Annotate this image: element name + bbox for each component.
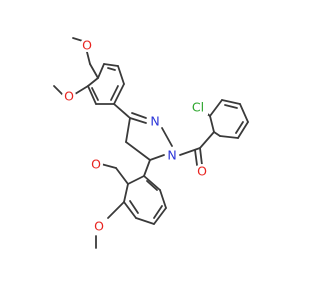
atom-n-upper: N	[148, 114, 162, 129]
atom-n-ring: N	[165, 148, 179, 163]
upper-benzene-ring	[87, 63, 125, 105]
oxygen-label: O	[64, 89, 74, 104]
atom-cl: Cl	[188, 99, 208, 115]
atom-o-methoxy-lower-b: O	[92, 219, 106, 234]
atom-o-methoxy-top: O	[80, 38, 94, 53]
atom-o-carbonyl: O	[195, 164, 209, 179]
nitrogen-label: N	[150, 114, 159, 129]
lower-methoxy-bonds	[95, 163, 129, 249]
atom-o-methoxy-lower-a: O	[89, 157, 103, 172]
chlorine-label: Cl	[192, 100, 204, 115]
atom-o-methoxy-left: O	[62, 89, 76, 104]
lower-benzene-ring	[123, 159, 167, 225]
oxygen-label: O	[82, 38, 92, 53]
oxygen-label: O	[94, 219, 104, 234]
oxygen-label: O	[197, 164, 207, 179]
pyrazoline-ring	[113, 103, 173, 161]
nitrogen-label: N	[167, 148, 176, 163]
chlorobenzoyl-group	[179, 99, 249, 166]
molecule-diagram: O O N N Cl O O O	[53, 37, 249, 249]
oxygen-label: O	[91, 157, 101, 172]
